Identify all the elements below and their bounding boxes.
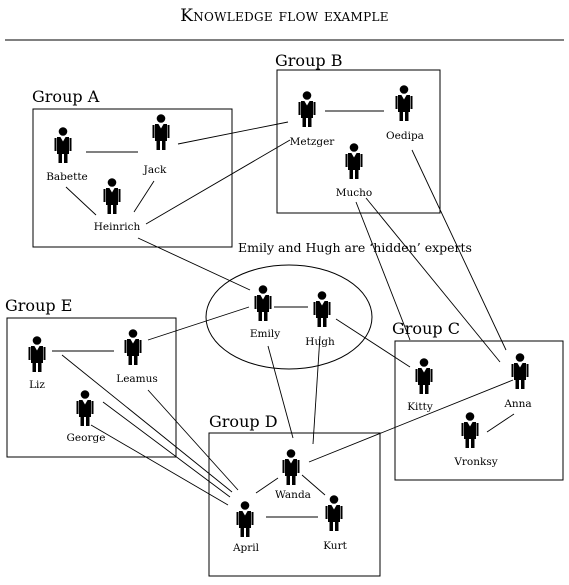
person-icon [415, 358, 433, 394]
link-heinrich-metzger [145, 139, 291, 225]
person-label-emily: Emily [250, 328, 280, 340]
group-e-label: Group E [5, 296, 72, 315]
diagram-title: Knowledge flow example [180, 6, 389, 26]
link-liz-april [61, 354, 233, 493]
link-heinrich-emily [137, 237, 251, 291]
person-icon [254, 285, 272, 321]
person-label-oedipa: Oedipa [386, 130, 424, 142]
link-emily-wanda [267, 345, 294, 439]
person-icon [511, 353, 529, 389]
group-c-box [394, 340, 564, 481]
person-icon [313, 291, 331, 327]
link-leamus-april [147, 389, 239, 491]
group-c-label: Group C [392, 319, 460, 338]
link-george-april [102, 401, 231, 498]
group-a-label: Group A [32, 87, 100, 106]
person-label-jack: Jack [143, 164, 167, 176]
link-wanda-kurt [301, 474, 326, 496]
person-label-babette: Babette [46, 171, 88, 183]
group-b-label: Group B [275, 51, 342, 70]
link-hugh-wanda [312, 335, 321, 445]
person-label-wanda: Wanda [275, 489, 311, 501]
link-leamus-emily [147, 306, 250, 341]
link-april-wanda [255, 477, 279, 494]
person-icon [298, 91, 316, 127]
hidden-experts-ellipse [205, 264, 373, 370]
person-label-mucho: Mucho [336, 187, 372, 199]
person-label-heinrich: Heinrich [94, 221, 141, 233]
person-label-metzger: Metzger [290, 136, 336, 148]
link-jack-metzger [177, 121, 289, 145]
person-icon [395, 85, 413, 121]
hidden-experts-caption: Emily and Hugh are ‘hidden’ experts [238, 240, 472, 255]
link-babette-heinrich [65, 186, 97, 216]
person-label-april: April [232, 542, 260, 554]
person-icon [54, 127, 72, 163]
link-mucho-anna [365, 197, 501, 363]
person-label-liz: Liz [29, 379, 45, 391]
person-icon [76, 390, 94, 426]
group-d-box [208, 432, 381, 577]
link-mucho-kitty [355, 201, 411, 341]
person-label-leamus: Leamus [116, 373, 158, 385]
person-icon [124, 329, 142, 365]
person-label-vronksy: Vronksy [453, 456, 497, 468]
link-wanda-anna [308, 379, 514, 463]
person-icon [461, 412, 479, 448]
link-hugh-kitty [335, 318, 411, 368]
person-icon [236, 501, 254, 537]
link-oedipa-anna [411, 149, 507, 351]
connections [52, 110, 515, 518]
person-icon [28, 336, 46, 372]
person-icon [152, 114, 170, 150]
person-icon [325, 495, 343, 531]
group-d-label: Group D [209, 412, 278, 431]
person-label-kitty: Kitty [407, 401, 433, 413]
person-label-george: George [67, 432, 106, 444]
person-icon [345, 143, 363, 179]
group-b-box [276, 69, 441, 214]
link-jack-heinrich [133, 180, 155, 213]
link-vronksy-anna [486, 413, 515, 433]
person-label-hugh: Hugh [305, 336, 335, 348]
group-a-box [32, 108, 233, 248]
person-label-kurt: Kurt [323, 540, 347, 552]
person-label-anna: Anna [503, 398, 531, 410]
person-icon [282, 449, 300, 485]
group-e-box [6, 317, 177, 458]
person-icon [103, 178, 121, 214]
link-george-april-2 [90, 424, 229, 506]
